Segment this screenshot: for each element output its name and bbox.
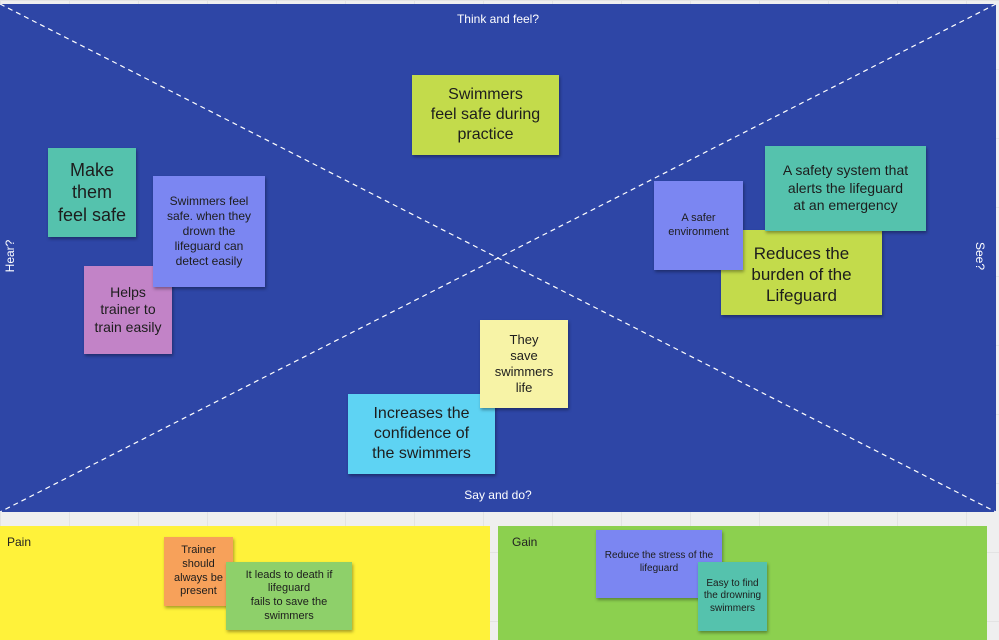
sticky-note-easy-to-find[interactable]: Easy to find the drowning swimmers xyxy=(698,562,767,631)
diagonal-line-2 xyxy=(0,4,996,512)
sticky-note-text: They save swimmers life xyxy=(494,331,554,396)
sticky-note-a-safer-environment[interactable]: A safer environment xyxy=(654,181,743,270)
sticky-note-text: A safety system that alerts the lifeguar… xyxy=(782,162,909,214)
sticky-note-text: Swimmers feel safe during practice xyxy=(430,86,541,143)
sticky-note-text: Make them feel safe xyxy=(57,159,127,225)
sticky-note-text: Swimmers feel safe. when they drown the … xyxy=(166,194,252,268)
sticky-note-reduces-burden[interactable]: Reduces the burden of the Lifeguard xyxy=(721,230,882,315)
sticky-note-text: A safer environment xyxy=(668,211,729,238)
sticky-note-make-them-feel-safe[interactable]: Make them feel safe xyxy=(48,148,136,237)
sticky-note-text: Reduce the stress of the lifeguard xyxy=(604,550,714,574)
sticky-note-text: Increases the confidence of the swimmers xyxy=(372,405,471,462)
gain-section-title: Gain xyxy=(512,535,538,549)
sticky-note-increases-confidence[interactable]: Increases the confidence of the swimmers xyxy=(348,394,495,474)
pain-section-title: Pain xyxy=(7,535,32,549)
sticky-note-text: Trainer should always be present xyxy=(174,544,223,598)
sticky-note-text: Easy to find the drowning swimmers xyxy=(703,577,762,614)
sticky-note-text: Reduces the burden of the Lifeguard xyxy=(751,243,852,306)
label-say-and-do: Say and do? xyxy=(464,488,532,502)
label-think-and-feel: Think and feel? xyxy=(456,12,540,26)
sticky-note-they-save-life[interactable]: They save swimmers life xyxy=(480,320,568,408)
label-hear: Hear? xyxy=(3,239,17,273)
board-diagonals xyxy=(0,4,996,512)
sticky-note-trainer-present[interactable]: Trainer should always be present xyxy=(164,537,233,606)
sticky-note-text: It leads to death if lifeguard fails to … xyxy=(245,568,333,622)
sticky-note-swimmers-feel-safe-drown[interactable]: Swimmers feel safe. when they drown the … xyxy=(153,176,265,287)
label-see: See? xyxy=(973,241,987,271)
sticky-note-text: Helps trainer to train easily xyxy=(94,283,162,335)
sticky-note-swimmers-feel-safe-practice[interactable]: Swimmers feel safe during practice xyxy=(412,75,559,155)
sticky-note-safety-system-alerts[interactable]: A safety system that alerts the lifeguar… xyxy=(765,146,926,231)
sticky-note-leads-to-death[interactable]: It leads to death if lifeguard fails to … xyxy=(226,562,352,630)
